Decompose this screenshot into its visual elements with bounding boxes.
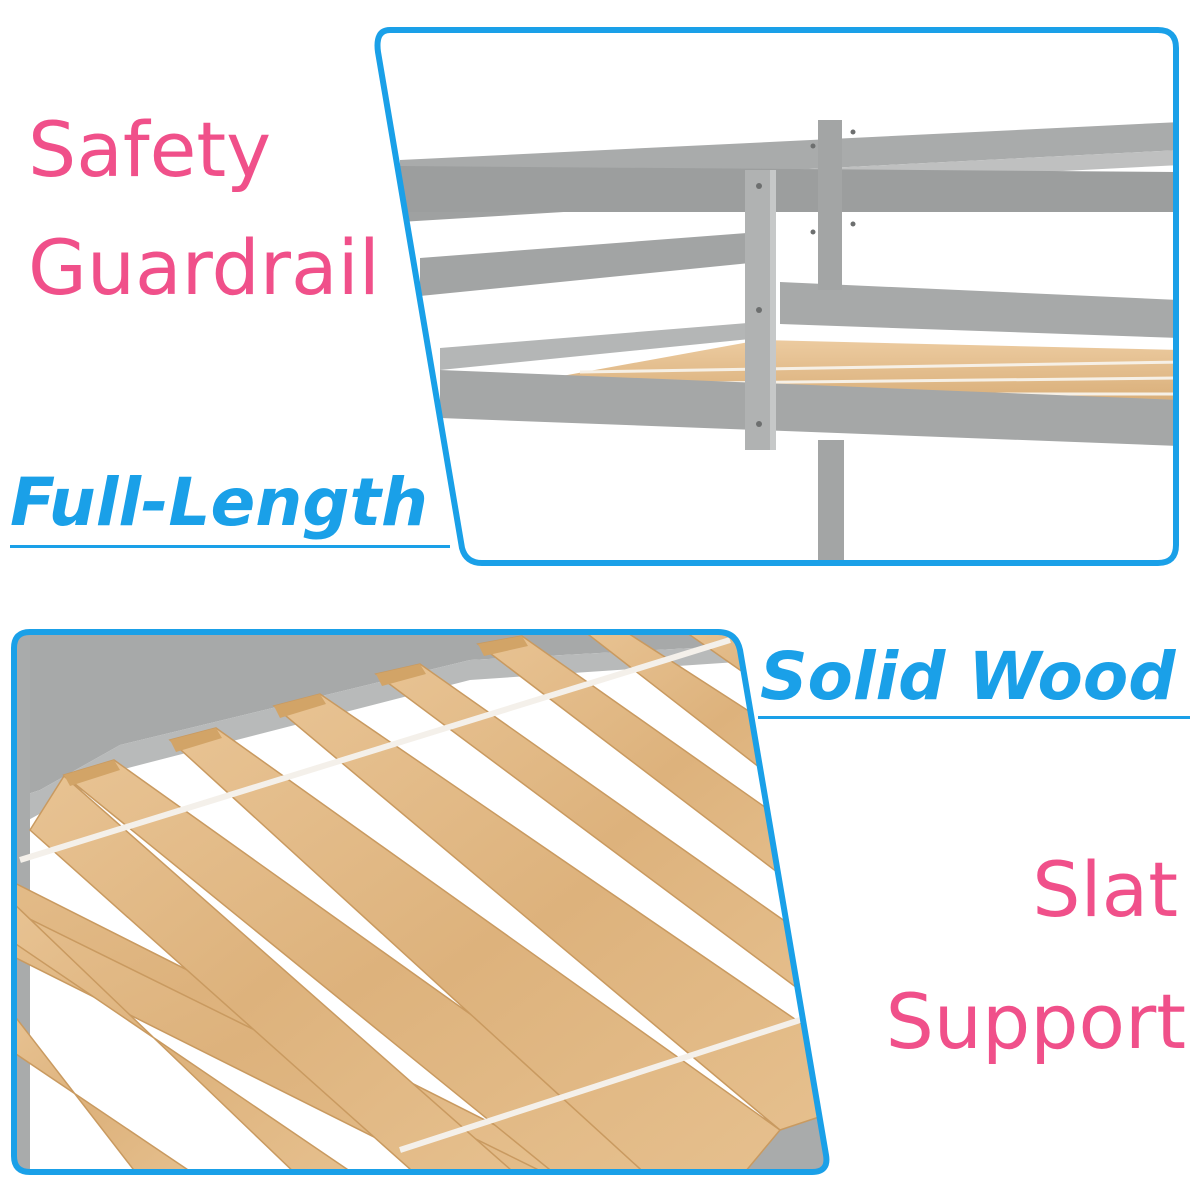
solid-wood-underline [758, 716, 1190, 719]
safety-title-line2: Guardrail [28, 223, 380, 312]
slat-panel-border [11, 629, 830, 1175]
slat-title-line2: Support [885, 977, 1186, 1066]
safety-title-line1: Safety [28, 105, 272, 194]
slat-title-line1: Slat [1032, 845, 1178, 934]
full-length-tagline: Full-Length [10, 464, 428, 541]
solid-wood-tagline: Solid Wood [760, 638, 1176, 715]
slat-frame-rail [14, 632, 827, 800]
guardrail-panel-border [374, 27, 1179, 566]
full-length-underline [10, 545, 450, 548]
